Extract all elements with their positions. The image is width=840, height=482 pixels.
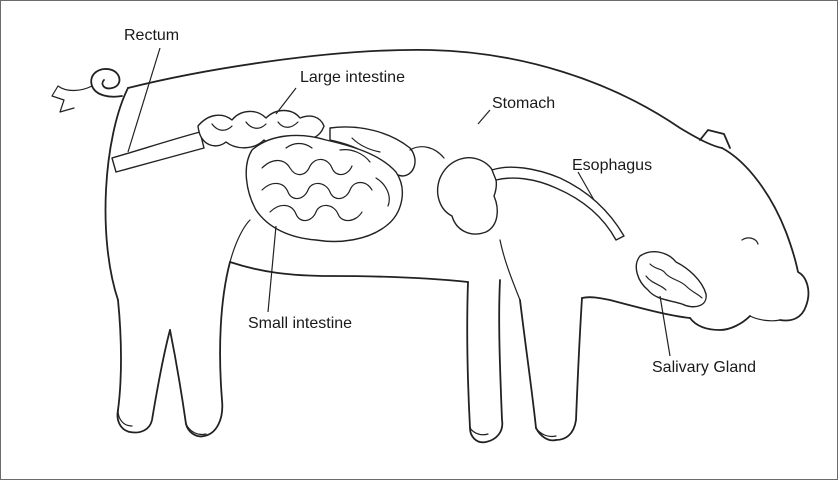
- label-stomach: Stomach: [492, 96, 555, 112]
- stomach: [410, 147, 497, 234]
- label-rectum: Rectum: [124, 28, 179, 44]
- esophagus: [492, 167, 624, 240]
- salivary-gland: [636, 252, 706, 307]
- leader-stomach: [478, 110, 490, 124]
- label-salivary-gland: Salivary Gland: [652, 360, 756, 376]
- rectum: [112, 132, 204, 172]
- label-large-intestine: Large intestine: [300, 70, 405, 86]
- label-esophagus: Esophagus: [572, 158, 652, 174]
- leader-small-intestine: [268, 226, 276, 312]
- label-small-intestine: Small intestine: [248, 316, 352, 332]
- leader-salivary-gland: [660, 296, 670, 356]
- leader-rectum: [128, 48, 160, 152]
- pig-body-outline: [52, 50, 808, 442]
